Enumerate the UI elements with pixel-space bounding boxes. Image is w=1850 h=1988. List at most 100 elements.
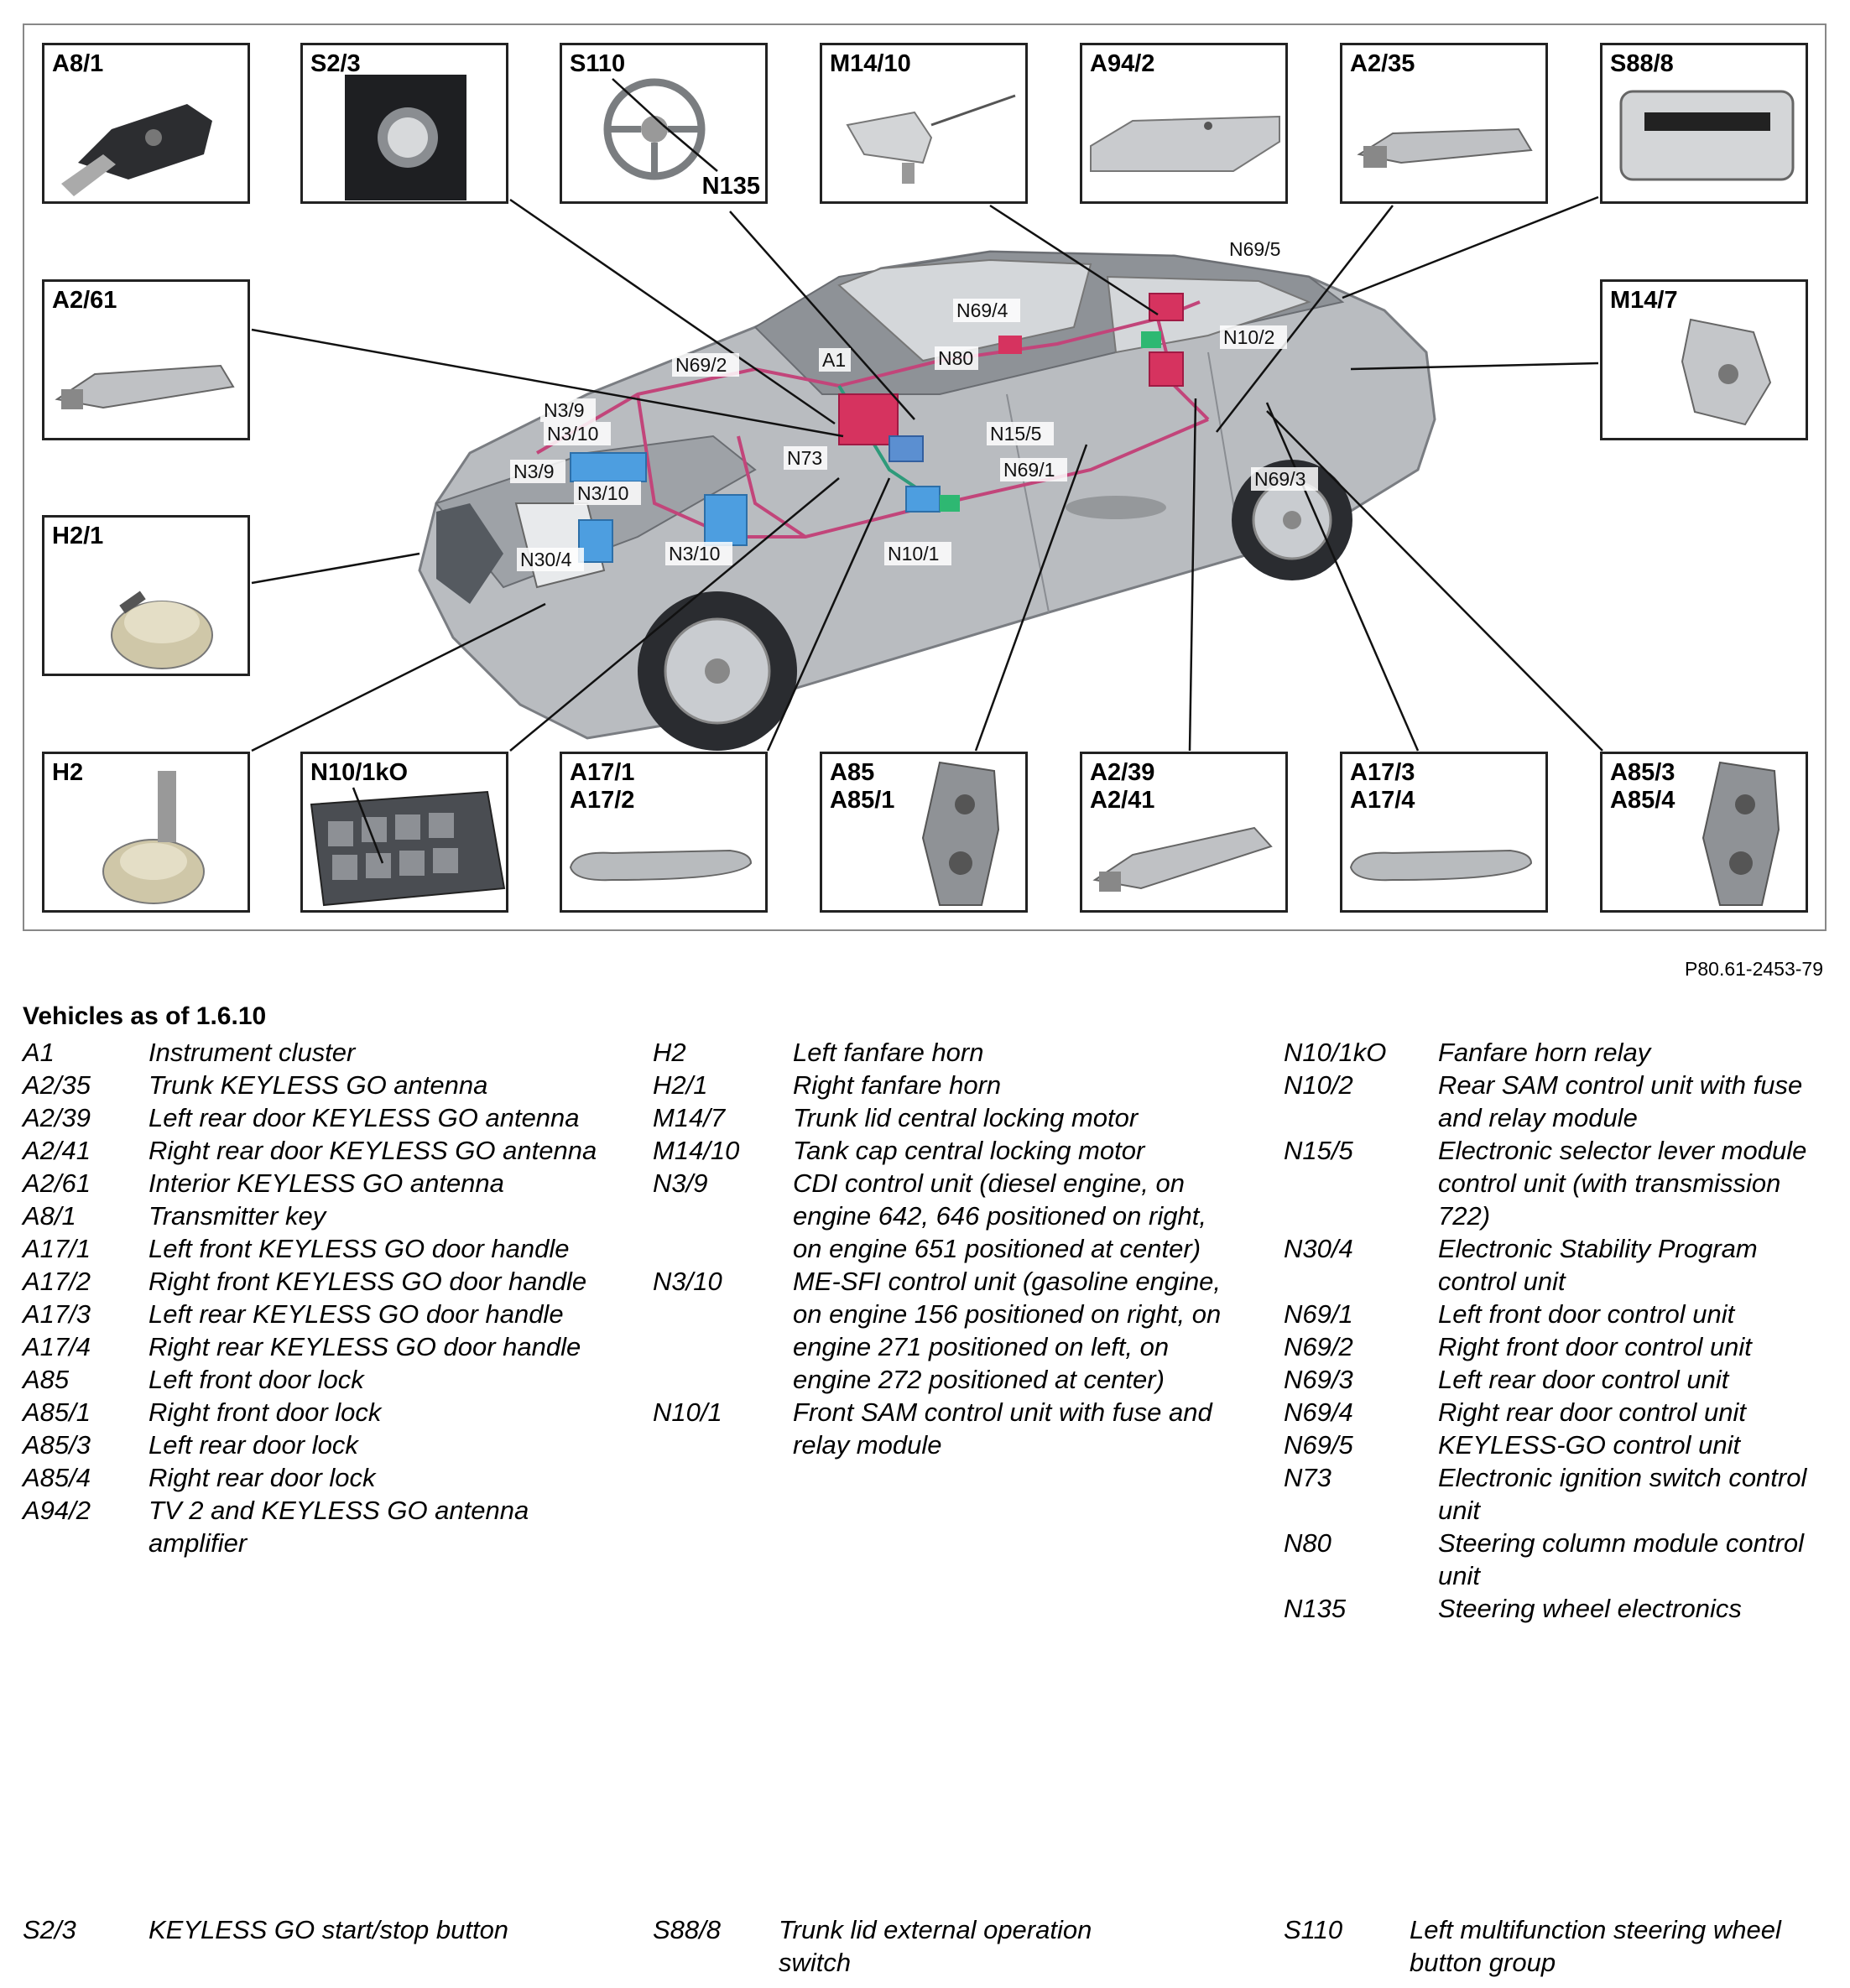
legend-row: A2/61 Interior KEYLESS GO antenna — [23, 1167, 602, 1200]
legend-row: N69/3 Left rear door control unit — [1284, 1363, 1837, 1396]
legend-bottom-3: S110 Left multifunction steering wheel b… — [1284, 1913, 1837, 1979]
legend-description: Right rear door KEYLESS GO antenna — [149, 1136, 597, 1165]
car-callout: N10/2 — [1220, 325, 1287, 349]
legend-row: A85 Left front door lock — [23, 1363, 602, 1396]
legend-code: H2/1 — [653, 1070, 708, 1100]
car-callout: N30/4 — [517, 548, 584, 571]
legend-description: Left front door lock — [149, 1365, 364, 1394]
figure-reference: P80.61-2453-79 — [1685, 958, 1823, 980]
fuse-relay-module-icon — [310, 787, 506, 907]
car-callout-text: N15/5 — [990, 423, 1041, 445]
box-front-door-locks: A85 A85/1 — [820, 752, 1028, 913]
legend-code: N73 — [1284, 1463, 1331, 1492]
label-a2-39-a2-41: A2/39 A2/41 — [1090, 759, 1155, 814]
label-m14-10: M14/10 — [830, 50, 911, 77]
legend-code: N10/2 — [1284, 1070, 1353, 1100]
car-callout-text: N10/2 — [1223, 326, 1274, 348]
legend-description: Transmitter key — [149, 1201, 326, 1231]
trunk-lid-motor-icon — [1681, 318, 1772, 426]
door-handle-icon — [1349, 849, 1533, 882]
box-rear-door-locks: A85/3 A85/4 — [1600, 752, 1808, 913]
legend-code: A17/3 — [23, 1299, 91, 1329]
label-h2: H2 — [52, 759, 84, 786]
box-front-door-handles: A17/1 A17/2 — [560, 752, 768, 913]
legend-description: Interior KEYLESS GO antenna — [149, 1168, 504, 1198]
box-horn-relay: N10/1kO — [300, 752, 508, 913]
box-trunk-antenna: A2/35 — [1340, 43, 1548, 204]
car-callout-text: N3/9 — [513, 461, 555, 482]
legend-code: N3/9 — [653, 1168, 708, 1198]
car-callout-text: N69/5 — [1229, 238, 1280, 260]
legend-code: N69/3 — [1284, 1365, 1353, 1394]
legend-code: S88/8 — [653, 1915, 722, 1944]
box-tank-cap-motor: M14/10 — [820, 43, 1028, 204]
car-callout: N73 — [784, 446, 827, 470]
legend-description: Left rear door control unit — [1438, 1365, 1729, 1394]
car-callout-text: N3/10 — [547, 423, 598, 445]
legend-code: N69/2 — [1284, 1332, 1353, 1361]
car-callout: N80 — [935, 346, 978, 370]
box-antenna-amplifier: A94/2 — [1080, 43, 1288, 204]
control-units — [570, 293, 1184, 563]
car-callout: N3/9 — [510, 460, 565, 483]
legend-code: N15/5 — [1284, 1136, 1353, 1165]
box-trunk-lid-switch: S88/8 — [1600, 43, 1808, 204]
legend-description: Electronic selector lever module control… — [1438, 1136, 1807, 1231]
car-callout: N69/4 — [953, 299, 1020, 322]
box-interior-antenna: A2/61 — [42, 279, 250, 440]
legend-description: Electronic ignition switch control unit — [1438, 1463, 1807, 1525]
legend-code: N69/4 — [1284, 1397, 1353, 1427]
label-a2-61: A2/61 — [52, 287, 117, 314]
trunk-antenna-icon — [1357, 128, 1533, 168]
legend-description: TV 2 and KEYLESS GO antenna amplifier — [149, 1496, 529, 1558]
legend-code: N69/5 — [1284, 1430, 1353, 1460]
legend-description: Right fanfare horn — [793, 1070, 1002, 1100]
label-m14-7: M14/7 — [1610, 287, 1678, 314]
legend-row: S2/3 KEYLESS GO start/stop button — [23, 1913, 576, 1946]
legend-row: N73 Electronic ignition switch control un… — [1284, 1461, 1837, 1527]
label-a85-a85-1: A85 A85/1 — [830, 759, 895, 814]
legend-description: Left fanfare horn — [793, 1038, 984, 1067]
legend-code: A85/4 — [23, 1463, 91, 1492]
legend-code: A1 — [23, 1038, 55, 1067]
legend-code: A2/61 — [23, 1168, 91, 1198]
car-callout: N15/5 — [987, 422, 1054, 445]
label-h2-1: H2/1 — [52, 523, 104, 549]
car-callout-text: N3/9 — [544, 399, 585, 421]
legend-code: N10/1kO — [1284, 1038, 1387, 1067]
car-callout-text: N3/10 — [669, 543, 720, 565]
box-rear-door-antennas: A2/39 A2/41 — [1080, 752, 1288, 913]
legend-description: Trunk lid external operation switch — [779, 1915, 1092, 1977]
label-a94-2: A94/2 — [1090, 50, 1155, 77]
car-callout: N3/10 — [544, 422, 611, 445]
legend-code: N30/4 — [1284, 1234, 1353, 1263]
legend-description: Right rear door control unit — [1438, 1397, 1747, 1427]
door-antenna-icon — [1092, 826, 1273, 892]
antenna-amplifier-icon — [1090, 115, 1280, 172]
car-callout: N3/10 — [574, 481, 641, 505]
legend-code: A17/2 — [23, 1267, 91, 1296]
label-a85-3-a85-4: A85/3 A85/4 — [1610, 759, 1675, 814]
legend-bottom-2: S88/8 Trunk lid external operation switc… — [653, 1913, 1156, 1979]
legend-code: A85 — [23, 1365, 70, 1394]
car-callout-text: N80 — [938, 347, 973, 369]
car-callout: N69/2 — [672, 353, 739, 377]
car-callout: N69/3 — [1251, 467, 1318, 491]
legend-description: Right front door control unit — [1438, 1332, 1752, 1361]
legend-row: N15/5 Electronic selector lever module co… — [1284, 1134, 1837, 1232]
legend-description: Left front door control unit — [1438, 1299, 1735, 1329]
legend-row: H2/1 Right fanfare horn — [653, 1069, 1223, 1101]
legend-description: Tank cap central locking motor — [793, 1136, 1145, 1165]
legend-description: Fanfare horn relay — [1438, 1038, 1651, 1067]
